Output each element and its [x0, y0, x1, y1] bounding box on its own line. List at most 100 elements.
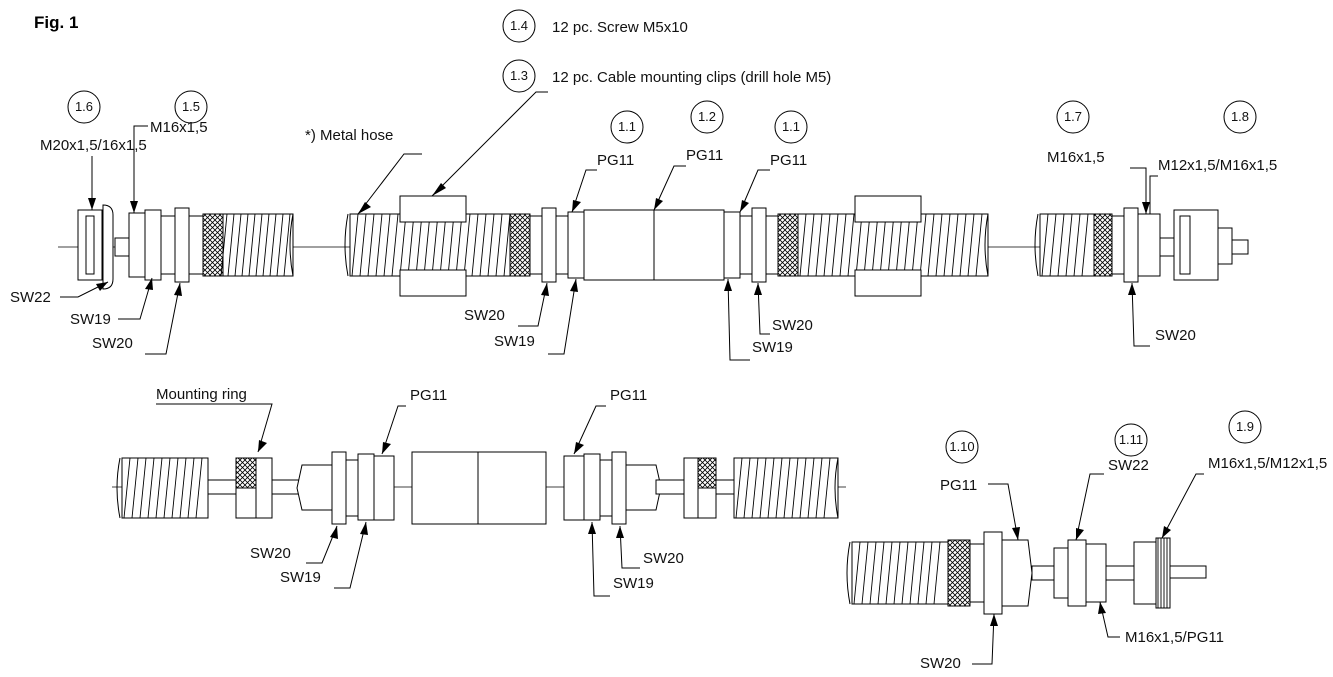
mounting-clip-top	[854, 195, 922, 223]
leader-line	[381, 405, 406, 455]
nut-face	[85, 215, 95, 275]
break-line	[116, 457, 121, 519]
hose-ribs	[1041, 213, 1089, 277]
nut-sw20	[611, 451, 627, 525]
nut-sw20	[1123, 207, 1139, 283]
arrowhead	[432, 183, 446, 196]
arrowhead	[358, 202, 371, 214]
wrench-size: SW19	[494, 333, 535, 350]
mounting-clip-bottom	[399, 269, 467, 297]
callout-circle	[945, 430, 979, 464]
adapter-neck	[1217, 227, 1233, 265]
body-pg11	[1001, 539, 1033, 607]
body-m16	[1137, 213, 1161, 277]
leader-line	[739, 169, 770, 213]
hose-end	[207, 479, 237, 495]
break-line	[289, 213, 294, 277]
callout-number: 1.10	[949, 439, 974, 454]
nut-sw19	[357, 453, 375, 521]
thread-stub	[1105, 565, 1135, 581]
wrench-size: SW20	[1155, 327, 1196, 344]
break-line	[834, 457, 839, 519]
metal-hose	[733, 457, 839, 519]
hose-ribs	[220, 213, 291, 277]
arrowhead	[616, 526, 624, 538]
metal-hose	[349, 213, 511, 277]
hose-ferrule	[202, 213, 224, 277]
thread-label: PG11	[940, 477, 977, 494]
nut-sw20	[983, 531, 1003, 615]
wrench-size: SW19	[280, 569, 321, 586]
nut-sw20	[751, 207, 767, 283]
thread-label: PG11	[770, 152, 807, 169]
collar	[555, 215, 569, 275]
leader-line	[653, 165, 686, 211]
arrowhead	[1098, 602, 1106, 614]
body-m16	[144, 209, 162, 281]
hose-ribs	[123, 457, 203, 519]
callout-number: 1.1	[618, 119, 636, 134]
leader-line	[1075, 473, 1104, 541]
callout-circle	[67, 90, 101, 124]
collar	[765, 215, 779, 275]
break-line	[846, 541, 851, 605]
leader-line	[1130, 167, 1147, 214]
callout-circle	[502, 59, 536, 93]
wrench-size: SW20	[250, 545, 291, 562]
callout-number: 1.3	[510, 68, 528, 83]
break-line	[984, 213, 989, 277]
collar	[188, 215, 204, 275]
mounting-ring-base	[697, 487, 717, 519]
collar	[1111, 215, 1125, 275]
arrowhead	[1076, 528, 1084, 540]
metal-hose	[851, 541, 949, 605]
callout-number: 1.4	[510, 18, 528, 33]
callout-circle	[1228, 410, 1262, 444]
callout-circle	[1056, 100, 1090, 134]
nut-sw19	[128, 212, 146, 278]
left-fitting: 1.6 M20x1,5/16x1,5 1.5 M16x1,5 SW22 SW19…	[10, 90, 294, 355]
cone-body	[625, 464, 662, 511]
wrench-size: SW22	[1108, 457, 1149, 474]
arrowhead	[1128, 283, 1136, 295]
nut-sw22	[1067, 539, 1087, 607]
thread-stub	[655, 479, 685, 495]
thread-stub	[114, 237, 130, 257]
hose-ferrule	[509, 213, 531, 277]
leader-line	[306, 525, 338, 564]
mounting-ring	[697, 457, 717, 489]
callout-number: 1.1	[782, 119, 800, 134]
arrowhead	[572, 200, 581, 212]
arrowhead	[541, 283, 549, 296]
nut-sw20	[331, 451, 347, 525]
arrowhead	[145, 278, 153, 290]
callout-number: 1.11	[1119, 432, 1143, 447]
mounting-ring-base	[235, 487, 257, 519]
break-line	[344, 213, 349, 277]
collar	[345, 459, 359, 517]
collar	[599, 459, 613, 517]
hose-ferrule	[947, 539, 971, 607]
arrowhead	[330, 526, 338, 539]
collar	[529, 215, 543, 275]
arrowhead	[570, 279, 578, 292]
pin	[1169, 565, 1207, 579]
thread-label: M16x1,5/PG11	[1125, 629, 1224, 646]
mounting-ring	[235, 457, 257, 489]
arrowhead	[88, 198, 96, 210]
hose-ferrule	[1093, 213, 1113, 277]
thread-label: M16x1,5	[150, 119, 208, 136]
note-clips: 1.3 12 pc. Cable mounting clips (drill h…	[431, 59, 831, 197]
metal-hose-label: *) Metal hose	[305, 127, 393, 144]
callout-number: 1.9	[1236, 419, 1254, 434]
leader-line	[757, 282, 770, 335]
callout-number: 1.8	[1231, 109, 1249, 124]
nut-sw20	[174, 207, 190, 283]
mounting-clip-bottom	[854, 269, 922, 297]
wrench-size: SW19	[70, 311, 111, 328]
callout-circle	[690, 100, 724, 134]
leader-line	[133, 125, 148, 213]
coupling-left	[583, 209, 655, 281]
hose-ribs	[853, 541, 941, 605]
arrowhead	[724, 279, 732, 291]
